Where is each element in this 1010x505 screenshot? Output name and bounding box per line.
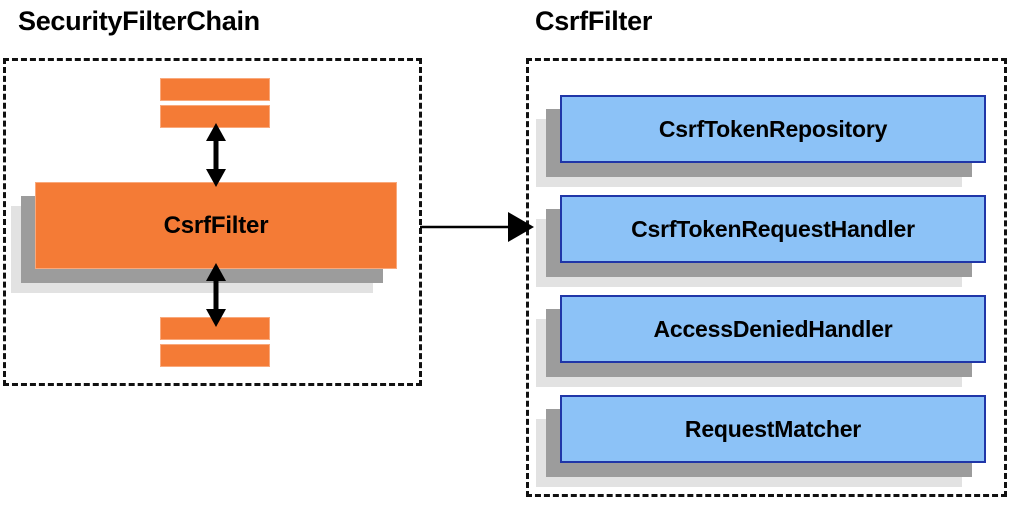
page-title-csrf-filter: CsrfFilter [535, 6, 653, 36]
page-title-security-filter-chain: SecurityFilterChain [18, 6, 260, 36]
node-face: CsrfTokenRequestHandler [560, 195, 986, 263]
node-label-access-denied-handler: AccessDeniedHandler [653, 315, 893, 342]
arrow-right-to-csrf-filter-icon [420, 212, 534, 242]
node-request-matcher[interactable]: RequestMatcher [536, 395, 986, 487]
node-label-request-matcher: RequestMatcher [684, 415, 862, 442]
node-label-csrf-token-request-handler: CsrfTokenRequestHandler [631, 215, 915, 242]
node-face: AccessDeniedHandler [560, 295, 986, 363]
node-access-denied-handler[interactable]: AccessDeniedHandler [536, 295, 986, 387]
node-csrf-token-repository[interactable]: CsrfTokenRepository [536, 95, 986, 187]
node-face: CsrfTokenRepository [560, 95, 986, 163]
node-face: RequestMatcher [560, 395, 986, 463]
node-label-csrf-token-repository: CsrfTokenRepository [658, 115, 888, 142]
security-filter-chain-container [3, 58, 422, 386]
filter-stub-above-1 [160, 78, 270, 101]
node-csrf-filter-main[interactable]: CsrfFilter [11, 182, 397, 293]
node-csrf-token-request-handler[interactable]: CsrfTokenRequestHandler [536, 195, 986, 287]
filter-stub-below-2 [160, 344, 270, 367]
double-arrow-above-icon [206, 123, 226, 187]
node-label-csrf-filter-main: CsrfFilter [163, 212, 269, 239]
double-arrow-below-icon [206, 263, 226, 327]
node-face: CsrfFilter [35, 182, 397, 269]
csrf-filter-container [526, 58, 1007, 497]
